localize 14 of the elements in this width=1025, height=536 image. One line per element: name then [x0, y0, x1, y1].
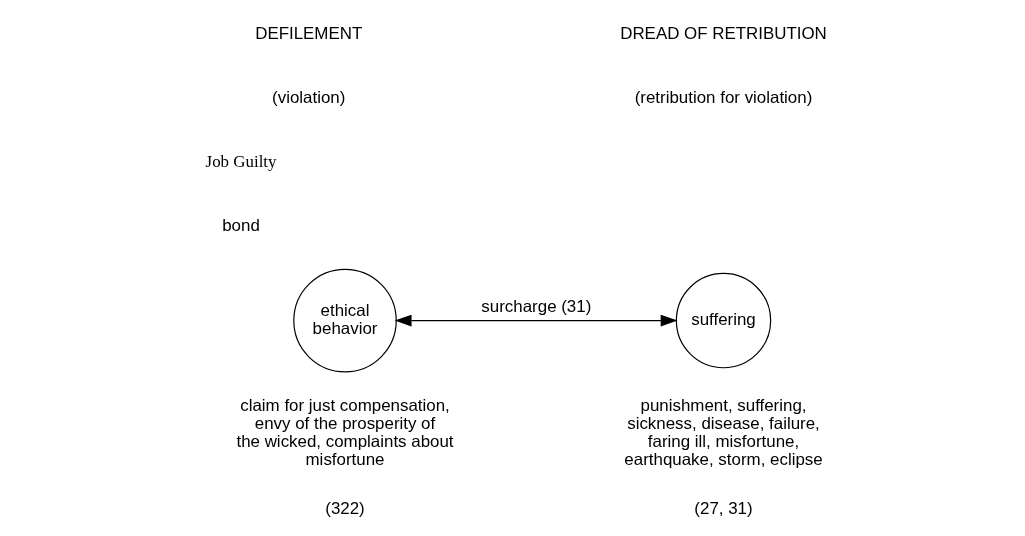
- node-label: (27, 31): [694, 498, 753, 518]
- node-circle: ethical behavior: [293, 268, 397, 373]
- label: (violation): [272, 88, 346, 108]
- edge-label: surcharge (31): [481, 297, 592, 317]
- label: DREAD OF RETRIBUTION: [620, 24, 827, 44]
- node-label: claim for just compensation, envy of the prosperity of the wicked, complaints about misfortune: [236, 395, 454, 470]
- label: DEFILEMENT: [255, 24, 363, 44]
- node-circle: suffering: [675, 272, 772, 369]
- label: bond: [222, 216, 260, 236]
- node-label: (322): [325, 498, 365, 518]
- label: (retribution for violation): [634, 88, 813, 108]
- arrow: [394, 314, 678, 327]
- label: Job Guilty: [205, 152, 277, 172]
- node-label: punishment, suffering, sickness, disease, failure, faring ill, misfortune, earthquake, storm, eclipse: [624, 395, 823, 470]
